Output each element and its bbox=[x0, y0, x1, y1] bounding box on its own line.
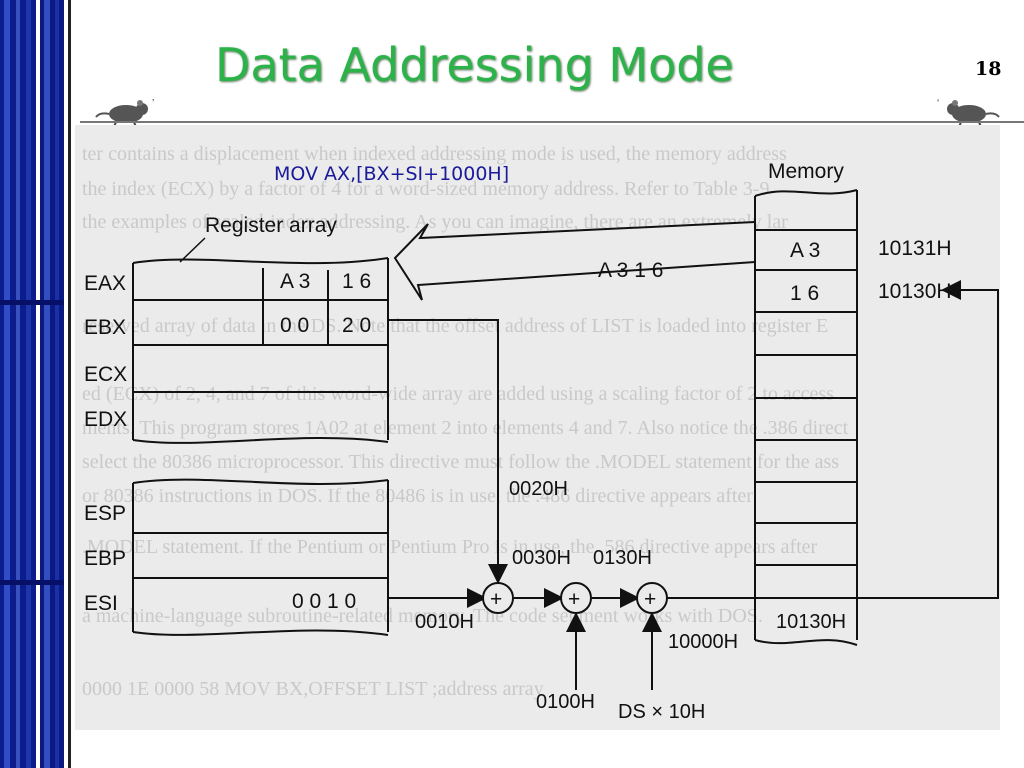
register-name-eax: EAX bbox=[84, 272, 126, 295]
data-transfer-arrow bbox=[393, 221, 756, 301]
adder-circle bbox=[482, 582, 514, 614]
decorative-stripes bbox=[0, 0, 75, 768]
svg-text:ter contains a displacement wh: ter contains a displacement when indexed… bbox=[82, 143, 787, 165]
memory-address-high: 10131H bbox=[878, 237, 952, 260]
register-name-esi: ESI bbox=[84, 592, 118, 615]
register-name-edx: EDX bbox=[84, 408, 127, 431]
memory-column bbox=[754, 189, 858, 646]
plus-sign: + bbox=[568, 588, 580, 611]
si-value-label: 0010H bbox=[415, 611, 474, 633]
ds-shift-label: DS × 10H bbox=[618, 701, 705, 723]
address-pointer-line bbox=[665, 280, 999, 599]
plus-sign: + bbox=[490, 588, 502, 611]
ds-value-label: 0100H bbox=[536, 691, 595, 713]
svg-text:’: ’ bbox=[152, 98, 154, 109]
background-text: ter contains a displacement when indexed… bbox=[82, 143, 849, 700]
addressing-diagram: ter contains a displacement when indexed… bbox=[82, 143, 999, 723]
memory-address-low: 10130H bbox=[878, 280, 952, 303]
eax-high-value: A 3 bbox=[280, 270, 310, 293]
sum2-label: 0130H bbox=[593, 547, 652, 569]
mouse-icon: ‘ bbox=[937, 98, 1000, 128]
instruction-text: MOV AX,[BX+SI+1000H] bbox=[274, 163, 509, 185]
svg-text:0000 1E 0000 58 MOV BX,OFFS: 0000 1E 0000 58 MOV BX,OFFSET LIST ;addr… bbox=[82, 678, 544, 700]
svg-text:ed (ECX) of 2, 4, and 7 of thi: ed (ECX) of 2, 4, and 7 of this word-wid… bbox=[82, 383, 834, 405]
register-name-ecx: ECX bbox=[84, 363, 127, 386]
register-array-upper bbox=[132, 257, 389, 444]
physical-address-label: 10130H bbox=[776, 611, 846, 633]
adder-circle bbox=[560, 582, 592, 614]
register-name-esp: ESP bbox=[84, 502, 126, 525]
register-array-leader bbox=[179, 237, 206, 263]
slide-title: Data Addressing Mode bbox=[215, 38, 734, 92]
svg-text:.MODEL statement. If the Penti: .MODEL statement. If the Pentium or Pent… bbox=[82, 536, 818, 558]
bx-to-adder-line bbox=[388, 319, 508, 584]
transfer-value: A 3 1 6 bbox=[598, 259, 663, 282]
register-array-label: Register array bbox=[205, 214, 337, 237]
ebx-low-value: 2 0 bbox=[342, 314, 371, 337]
left-decorative-bar bbox=[0, 0, 75, 768]
svg-text:the index (ECX) by a factor of: the index (ECX) by a factor of 4 for a w… bbox=[82, 178, 769, 200]
esi-value: 0 0 1 0 bbox=[292, 590, 356, 613]
svg-text:select the 80386 microprocesso: select the 80386 microprocessor. This di… bbox=[82, 451, 839, 473]
bx-value-label: 0020H bbox=[509, 478, 568, 500]
memory-cell-value-low: 1 6 bbox=[790, 282, 819, 305]
sum1-label: 0030H bbox=[512, 547, 571, 569]
plus-sign: + bbox=[644, 588, 656, 611]
register-array-lower bbox=[132, 478, 389, 636]
addressing-figure: ter contains a displacement when indexed… bbox=[75, 125, 1000, 730]
adder-circle bbox=[636, 582, 668, 614]
register-name-ebp: EBP bbox=[84, 547, 126, 570]
ebx-high-value: 0 0 bbox=[280, 314, 309, 337]
svg-text:reserved array of data in the: reserved array of data in the DS. Note t… bbox=[82, 315, 828, 337]
eax-low-value: 1 6 bbox=[342, 270, 371, 293]
register-name-ebx: EBX bbox=[84, 316, 126, 339]
segment-base-label: 10000H bbox=[668, 631, 738, 653]
svg-text:the examples of scaled-index a: the examples of scaled-index addressing.… bbox=[82, 211, 788, 233]
memory-cell-value-high: A 3 bbox=[790, 239, 820, 262]
svg-text:or 80386 instructions in DOS.: or 80386 instructions in DOS. If the 804… bbox=[82, 485, 753, 507]
svg-text:‘: ‘ bbox=[937, 98, 939, 109]
svg-text:a machine-language subroutine-: a machine-language subroutine-related me… bbox=[82, 605, 763, 627]
svg-text:ments. This program stores 1A0: ments. This program stores 1A02 at eleme… bbox=[82, 417, 849, 439]
title-divider bbox=[80, 121, 1024, 123]
memory-label: Memory bbox=[768, 160, 844, 183]
page-number: 18 bbox=[975, 58, 1002, 80]
